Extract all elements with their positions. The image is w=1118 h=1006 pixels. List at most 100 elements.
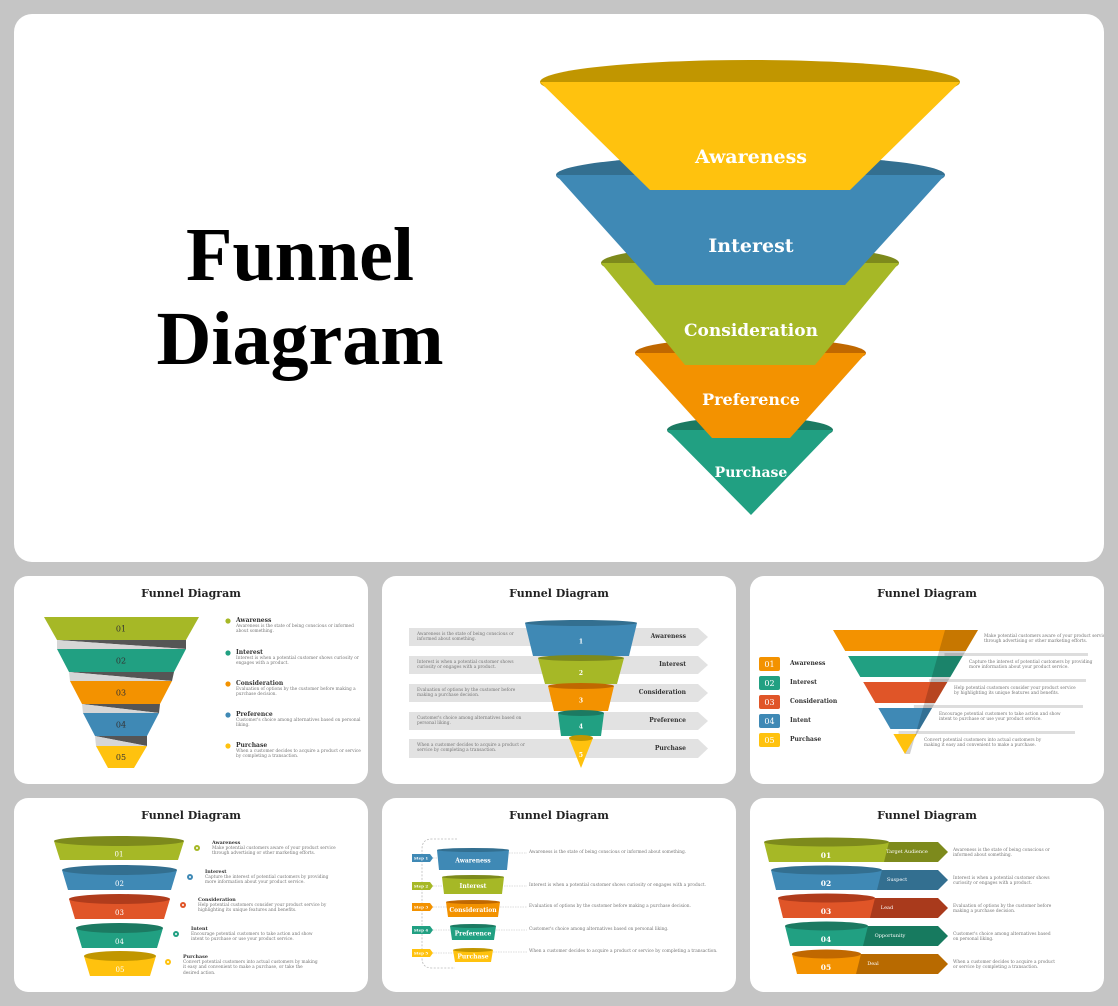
badge-number: 02 [764,679,774,688]
item-description: Evaluation of options by the customer be… [417,688,516,699]
bullet-dot [225,712,231,718]
cylinder-body-3 [69,899,170,919]
ribbon-light [69,672,172,681]
item-description: Evaluation of options by the customer be… [236,687,356,698]
cylinder-number: 03 [821,907,831,916]
funnel-layer-body [540,82,960,190]
item-label: Preference [236,711,273,718]
funnel-segment-1 [44,617,199,640]
item-description: Encourage potential customers to take ac… [939,712,1061,723]
item-label: Consideration [236,680,284,687]
segment-rim [569,735,593,741]
bullet-dot [225,618,231,624]
badge-number: 04 [764,717,774,726]
cylinder-top [446,900,500,904]
hero-funnel-diagram: PurchasePreferenceConsiderationInterestA… [540,60,960,515]
cylinder-label: Interest [460,883,487,890]
slide-title: Funnel Diagram [509,809,609,822]
item-description: Make potential customers aware of your p… [212,846,336,857]
funnel-layer-1: Awareness [540,60,960,190]
number-badge [759,733,780,747]
stage-label: Lead [881,905,894,911]
segment-number: 03 [116,689,126,698]
segment-number: 05 [116,753,126,762]
slide-title: Funnel Diagram [141,587,241,600]
segment-number: 2 [579,670,583,677]
funnel-segment-5 [96,746,147,768]
item-label: Purchase [236,742,268,749]
ribbon-shadow [69,672,174,681]
label-arrow [862,870,948,890]
funnel-layer-body [601,263,899,365]
hero-title-line2: Diagram [156,297,444,381]
item-description: Interest is when a potential customer sh… [236,656,359,667]
funnel-segment-3 [863,682,948,703]
segment-number: 3 [579,698,583,705]
item-label: Intent [790,717,811,724]
funnel-segment-2 [848,656,963,677]
item-label: Preference [649,717,686,724]
cylinder-top [84,951,156,961]
cylinder-body-1 [54,841,184,860]
item-description: When a customer decides to acquire a pro… [953,960,1055,971]
item-label: Purchase [790,736,822,743]
hero-title-line1: Funnel [185,213,415,297]
funnel-stage-label: Awareness [694,146,807,168]
item-label: Purchase [183,954,208,960]
slide-title: Funnel Diagram [509,587,609,600]
cylinder-body-5 [84,956,156,976]
item-label: Awareness [790,660,826,667]
bullet-dot-center [189,876,191,878]
cylinder-number: 05 [821,963,831,972]
item-description: When a customer decides to acquire a pro… [236,749,361,760]
cylinder-number: 04 [821,935,831,944]
funnel-layer-body [635,353,866,438]
step-label: Step 4 [414,928,428,933]
divider-bar [929,679,1086,682]
step-tag [412,926,433,934]
item-description: Interest is when a potential customer sh… [417,660,514,671]
segment-number: 01 [116,625,126,634]
item-label: Consideration [790,698,838,705]
step-tag [412,854,433,862]
item-description: Encourage potential customers to take ac… [191,932,313,943]
bullet-dot [225,681,231,687]
cylinder-label: Awareness [454,858,491,865]
cylinder-body-4 [450,926,496,940]
label-arrow [875,842,948,862]
item-description: Customer's choice among alternatives bas… [417,716,522,727]
cylinder-top [442,875,504,879]
item-description: Customer's choice among alternatives bas… [953,932,1051,943]
cylinder-number: 01 [821,851,831,860]
slide-title: Funnel Diagram [141,809,241,822]
item-label: Purchase [654,744,686,752]
badge-number: 03 [764,698,774,707]
stage-label: Opportunity [875,933,906,939]
segment-number: 02 [116,657,126,666]
badge-number: 01 [764,660,774,669]
step-label: Step 5 [414,951,428,956]
segment-rim [548,683,614,689]
slide-title: Funnel Diagram [877,587,977,600]
item-label: Interest [790,679,817,686]
cylinder-body-5 [453,950,493,962]
item-label: Consideration [198,897,236,903]
item-description: Make potential customers aware of your p… [984,634,1104,645]
cylinder-body-4 [76,928,163,948]
stage-label: Target Audience [886,849,928,855]
item-description: Interest is when a potential customer sh… [529,883,706,888]
cylinder-body-5 [792,954,861,974]
funnel-stage-label: Consideration [684,321,818,341]
funnel-segment-5 [569,738,593,768]
funnel-segment-5 [893,734,917,754]
item-label: Intent [191,926,208,932]
